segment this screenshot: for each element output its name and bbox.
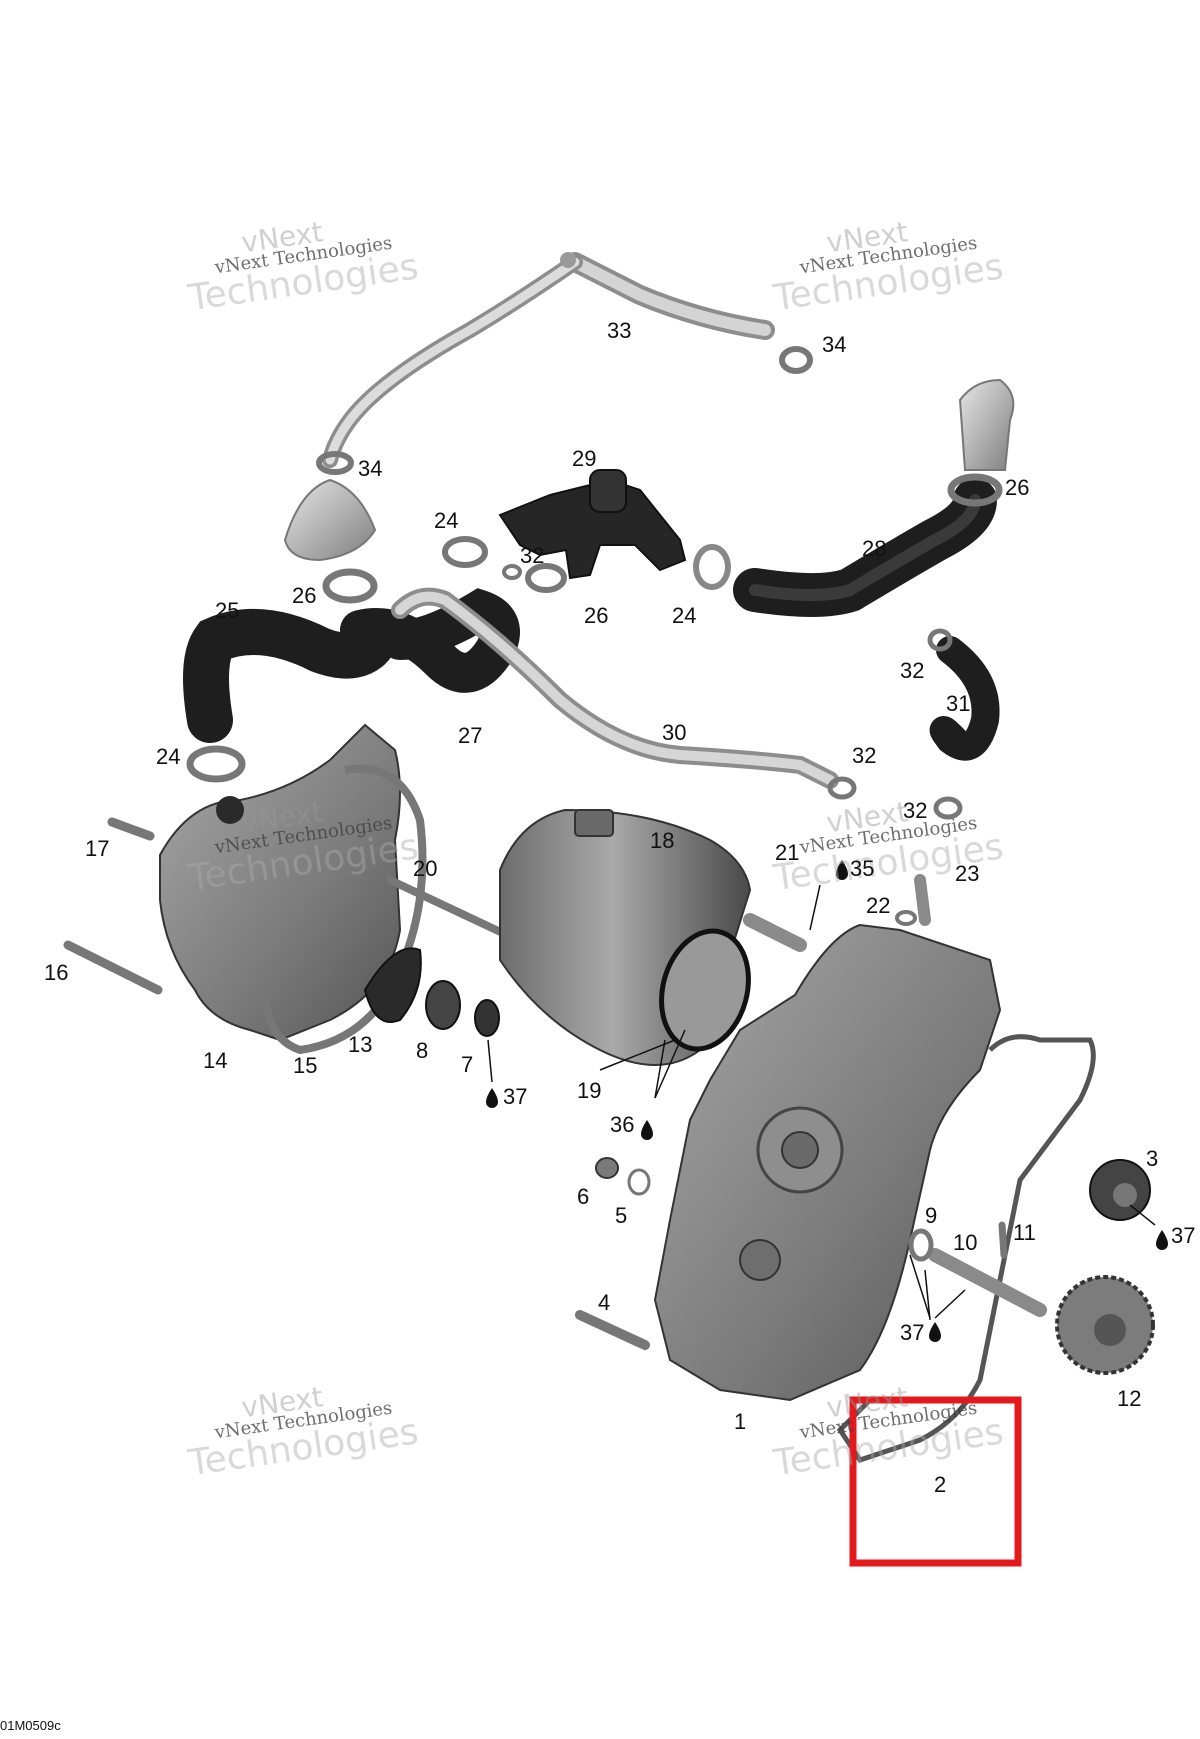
oil-drop-icon	[1156, 1230, 1168, 1250]
callout-1: 1	[734, 1409, 747, 1434]
oil-drop-icon	[929, 1322, 941, 1342]
callout-34: 34	[358, 456, 383, 481]
callout-32: 32	[900, 658, 925, 683]
ring-34-left	[316, 451, 354, 475]
oil-drop-icon	[486, 1088, 498, 1108]
callout-16: 16	[44, 960, 69, 985]
callout-32: 32	[852, 743, 877, 768]
leader-lines	[487, 884, 1156, 1321]
callout-37: 37	[900, 1320, 925, 1345]
callout-32: 32	[520, 543, 545, 568]
oil-drop-icon	[836, 860, 848, 880]
callout-15: 15	[293, 1053, 318, 1078]
callout-3: 3	[1146, 1146, 1159, 1171]
callout-18: 18	[650, 828, 675, 853]
callout-21: 21	[775, 840, 800, 865]
callout-26: 26	[1005, 475, 1030, 500]
callout-32: 32	[903, 798, 928, 823]
callout-24: 24	[434, 508, 459, 533]
impeller-13	[363, 947, 422, 1023]
callout-19: 19	[577, 1078, 602, 1103]
callout-26: 26	[292, 583, 317, 608]
callout-30: 30	[662, 720, 687, 745]
callout-14: 14	[203, 1048, 228, 1073]
callout-24: 24	[672, 603, 697, 628]
callout-23: 23	[955, 861, 980, 886]
callout-20: 20	[413, 856, 438, 881]
figure-code: 01M0509c	[0, 1718, 61, 1733]
hose-25	[183, 609, 398, 743]
callout-37: 37	[1171, 1223, 1196, 1248]
callout-12: 12	[1117, 1386, 1142, 1411]
callout-25: 25	[215, 598, 240, 623]
callout-22: 22	[866, 893, 891, 918]
callout-7: 7	[461, 1052, 474, 1077]
callout-17: 17	[85, 836, 110, 861]
callout-4: 4	[598, 1290, 611, 1315]
ring-34-top	[779, 346, 813, 374]
highlight-box	[849, 1396, 1022, 1567]
callout-26: 26	[584, 603, 609, 628]
callout-8: 8	[416, 1038, 429, 1063]
oil-drop-icons	[486, 860, 1168, 1342]
callout-29: 29	[572, 446, 597, 471]
shaft-10	[928, 1248, 1047, 1317]
callout-13: 13	[348, 1032, 373, 1057]
callout-28: 28	[862, 536, 887, 561]
callout-24: 24	[156, 744, 181, 769]
thermostat-housing	[958, 378, 1015, 471]
callout-35: 35	[850, 856, 875, 881]
callout-5: 5	[615, 1203, 628, 1228]
callout-33: 33	[607, 318, 632, 343]
hose-31	[929, 636, 1000, 761]
callout-9: 9	[925, 1203, 938, 1228]
callout-37: 37	[503, 1084, 528, 1109]
callout-6: 6	[577, 1184, 590, 1209]
callout-27: 27	[458, 723, 483, 748]
callout-11: 11	[1013, 1220, 1036, 1245]
pump-cover	[283, 478, 377, 562]
gasket-2	[836, 1034, 1096, 1463]
callout-36: 36	[610, 1112, 635, 1137]
callout-31: 31	[946, 691, 971, 716]
callout-34: 34	[822, 332, 847, 357]
callout-10: 10	[953, 1230, 978, 1255]
callout-2: 2	[934, 1472, 947, 1497]
oil-drop-icon	[641, 1120, 653, 1140]
